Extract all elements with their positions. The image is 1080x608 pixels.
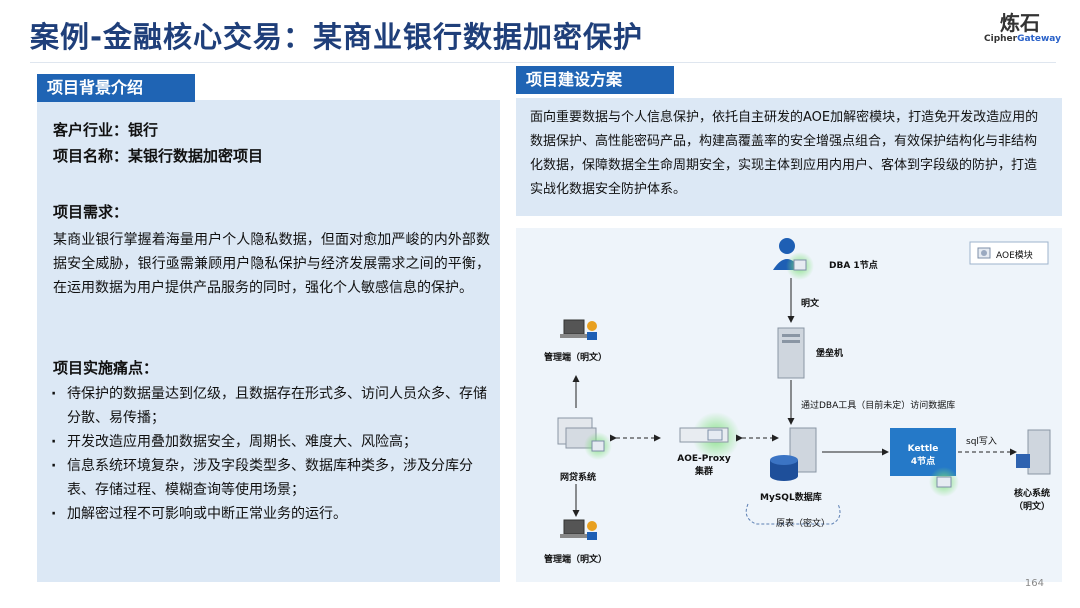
pain-points: 待保护的数据量达到亿级，且数据存在形式多、访问人员众多、存储分散、易传播； 开发… [51,382,490,526]
page-title: 案例-金融核心交易：某商业银行数据加密保护 [30,20,644,54]
needs-text: 某商业银行掌握着海量用户个人隐私数据，但面对愈加严峻的内外部数据安全威胁，银行亟… [53,232,490,296]
pain-point: 开发改造应用叠加数据安全，周期长、难度大、风险高； [51,430,490,454]
aoe-proxy-icon [679,412,740,460]
pain-point: 待保护的数据量达到亿级，且数据存在形式多、访问人员众多、存储分散、易传播； [51,382,490,430]
legend-label: AOE模块 [996,251,1033,261]
kettle-aoe-icon [929,467,959,497]
needs-heading: 项目需求： [53,203,129,221]
architecture-diagram: AOE模块 DBA 1节点 明文 堡垒机 通过DBA工具（目前未定）访问数据库 … [516,228,1062,582]
origin-table-label: 原表（密文） [776,519,831,529]
mysql-database-icon [770,427,817,481]
admin-top-label: 管理端（明文） [544,353,608,363]
sql-write-label: sql写入 [966,437,997,447]
diagram-svg [557,238,1051,540]
page-number: 164 [1024,578,1044,589]
bastion-server-icon [777,327,805,379]
background-header: 项目背景介绍 [37,74,195,102]
client-industry: 客户行业：银行 [53,121,159,139]
admin-computer-icon [560,519,597,540]
solution-text: 面向重要数据与个人信息保护，依托自主研发的AOE加解密模块，打造免开发改造应用的… [530,110,1039,197]
pain-point: 加解密过程不可影响或中断正常业务的运行。 [51,502,490,526]
pain-heading: 项目实施痛点： [53,359,159,377]
bastion-label: 堡垒机 [816,349,844,359]
solution-header: 项目建设方案 [516,66,674,94]
plaintext-label: 明文 [801,299,820,309]
background-panel: 客户行业：银行 项目名称：某银行数据加密项目 项目需求： 某商业银行掌握着海量用… [37,100,500,582]
project-name: 项目名称：某银行数据加密项目 [53,147,264,165]
dba-label: DBA 1节点 [829,261,878,271]
mysql-label: MySQL数据库 [760,493,822,503]
origin-table-bracket [745,503,841,525]
dba-tool-label: 通过DBA工具（目前未定）访问数据库 [801,401,956,411]
solution-panel: 面向重要数据与个人信息保护，依托自主研发的AOE加解密模块，打造免开发改造应用的… [516,98,1062,216]
dba-user-icon [773,238,814,280]
logo-cn: 炼石 [1000,11,1040,35]
loan-system-icon [557,417,612,460]
pain-point: 信息系统环境复杂，涉及字段类型多、数据库种类多，涉及分库分表、存储过程、模糊查询… [51,454,490,502]
title-divider [30,62,1056,63]
aoe-module-icon [977,247,991,259]
admin-bottom-label: 管理端（明文） [544,555,608,565]
admin-computer-icon [560,319,597,340]
core-server-icon [1016,429,1051,475]
loan-system-label: 网贷系统 [560,473,597,483]
core-system-label: 核心系统（明文） [1013,489,1050,512]
logo-en: CipherGateway [984,34,1061,44]
cipher-gateway-logo: 炼石 CipherGateway [984,11,1061,44]
